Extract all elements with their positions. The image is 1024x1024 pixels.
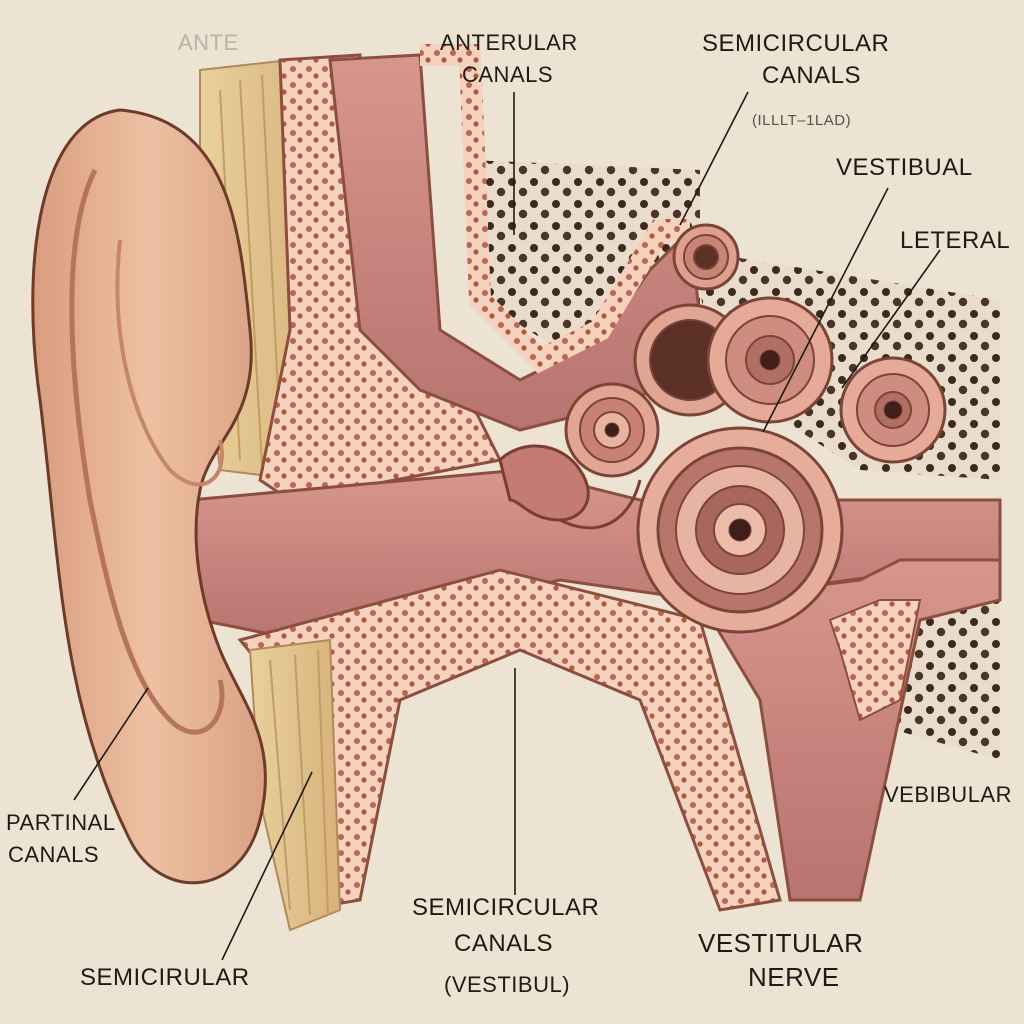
label-semicircular-mid: SEMICIRCULAR bbox=[412, 894, 600, 921]
label-semicirular-bottom: SEMICIRULAR bbox=[80, 964, 250, 991]
label-partinal: PARTINAL bbox=[6, 810, 116, 835]
label-anterular-canals: CANALS bbox=[462, 62, 554, 87]
label-ante-faded: ANTE bbox=[178, 30, 239, 55]
ring-large bbox=[636, 426, 844, 634]
leader-lines bbox=[73, 91, 941, 961]
label-semicircular-top: SEMICIRCULAR bbox=[702, 30, 890, 57]
ring-right bbox=[839, 356, 947, 464]
label-vestitular-nerve: NERVE bbox=[748, 962, 840, 992]
label-vestitular: VESTITULAR bbox=[698, 928, 864, 958]
label-semicircular-top-sub: (ILLLT–1LAD) bbox=[752, 112, 852, 129]
ossicle bbox=[498, 444, 590, 522]
label-semicircular-mid-canals: CANALS bbox=[454, 930, 554, 957]
ring-top bbox=[672, 223, 740, 291]
label-leteral: LETERAL bbox=[900, 227, 1011, 254]
label-partinal-canals: CANALS bbox=[8, 842, 100, 867]
ring-small-left bbox=[564, 382, 660, 478]
label-vebibular: VEBIBULAR bbox=[884, 782, 1012, 807]
lower-canal-tube bbox=[697, 558, 1002, 902]
label-anterular: ANTERULAR bbox=[440, 30, 578, 55]
ring-middle bbox=[706, 296, 834, 424]
label-vestibual: VESTIBUAL bbox=[836, 154, 973, 181]
outer-ear bbox=[31, 108, 267, 885]
label-semicircular-mid-sub: (VESTIBUL) bbox=[444, 972, 571, 997]
label-semicircular-top-canals: CANALS bbox=[762, 62, 862, 89]
